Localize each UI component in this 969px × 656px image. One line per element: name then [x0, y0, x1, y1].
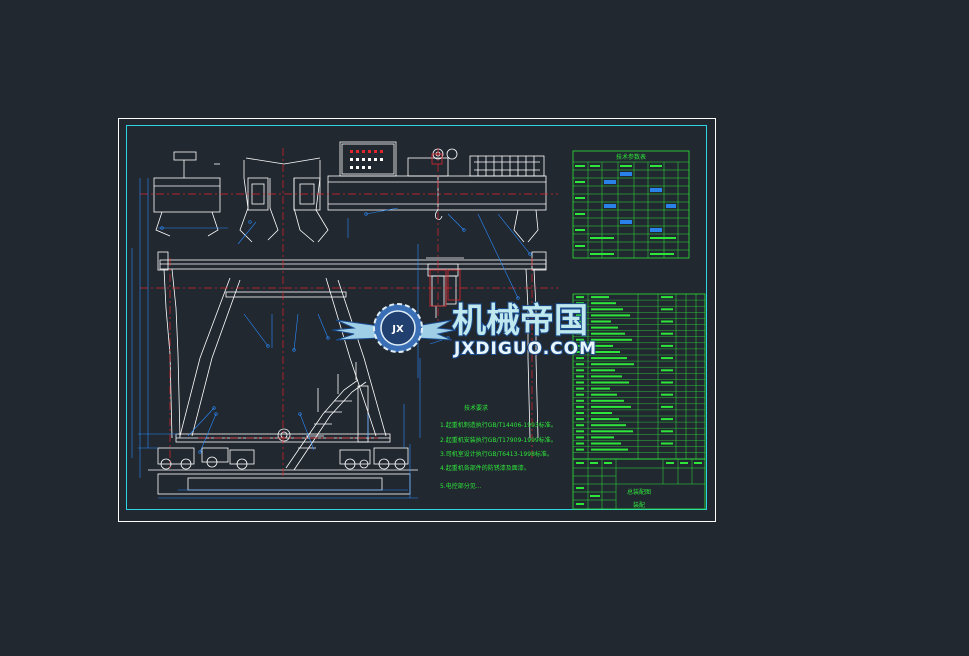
- parts-row-text: [591, 436, 614, 439]
- control-box: [341, 143, 395, 175]
- tech-note-4: 4.起重机各部件的防锈漆及面漆。: [440, 464, 530, 472]
- parts-row-number: [576, 314, 584, 317]
- parts-row-text: [591, 405, 631, 408]
- parts-row-number: [576, 320, 584, 323]
- drawing-border: [126, 125, 707, 510]
- parts-row-text: [591, 418, 619, 421]
- tech-note-5: 5.电控部分见...: [440, 482, 482, 490]
- parts-row-text: [591, 320, 611, 323]
- parts-row-qty: [661, 332, 673, 335]
- gantry-front-view: [148, 251, 547, 495]
- watermark-domain: JXDIGUO.COM: [453, 339, 597, 359]
- parts-row-qty: [661, 357, 673, 360]
- parts-row-number: [576, 296, 584, 299]
- parts-row-number: [576, 442, 584, 445]
- parts-row-text: [591, 302, 616, 305]
- parts-row-text: [591, 344, 613, 347]
- parts-row-qty: [661, 442, 673, 445]
- drawing-name: 总装配图: [627, 488, 651, 496]
- hook-trolley: [429, 153, 461, 307]
- parts-row-qty: [661, 308, 673, 311]
- parts-row-number: [576, 418, 584, 421]
- parts-row-text: [591, 357, 627, 360]
- technical-notes: 技术要求 1.起重机制造执行GB/T14406-1993标准。 2.起重机安装执…: [440, 404, 557, 490]
- parts-row-text: [591, 308, 623, 311]
- parts-row-text: [591, 332, 625, 335]
- sheet-frame: [118, 118, 716, 522]
- parts-row-number: [576, 412, 584, 414]
- parts-row-number: [576, 363, 584, 366]
- wing-left-icon: [331, 319, 381, 341]
- dimension-lines: [131, 178, 532, 499]
- parts-row-text: [591, 381, 629, 384]
- cad-drawing: 技术参数表: [118, 118, 716, 522]
- drawing-material: 装配: [633, 501, 645, 509]
- parts-row-number: [576, 393, 584, 396]
- parts-row-text: [591, 326, 618, 329]
- parts-row-text: [591, 448, 628, 451]
- parts-row-qty: [661, 381, 673, 384]
- parts-row-text: [591, 424, 626, 427]
- parts-row-text: [591, 430, 633, 433]
- parts-row-number: [576, 436, 584, 439]
- parts-row-qty: [661, 320, 673, 323]
- parts-row-text: [591, 296, 609, 299]
- parts-row-number: [576, 326, 584, 329]
- parts-row-text: [591, 375, 622, 378]
- parts-row-text: [591, 314, 630, 317]
- parts-row-number: [576, 399, 584, 402]
- tech-note-3: 3.司机室设计执行GB/T6413-1998标准。: [440, 450, 553, 458]
- parameter-table-title: 技术参数表: [616, 153, 646, 161]
- centerlines: [140, 148, 558, 478]
- parts-row-qty: [661, 393, 673, 396]
- parts-row-number: [576, 405, 584, 408]
- watermark-name: 机械帝国: [452, 301, 588, 341]
- parts-row-qty: [661, 405, 673, 408]
- parts-row-qty: [661, 296, 673, 299]
- parts-row-number: [576, 351, 584, 353]
- parts-row-text: [591, 369, 615, 372]
- parts-row-number: [576, 381, 584, 384]
- parts-row-number: [576, 430, 584, 433]
- parts-row-number: [576, 448, 584, 451]
- parts-row-number: [576, 308, 584, 311]
- parameter-table: 技术参数表: [572, 150, 690, 259]
- drawing-sheet: 技术参数表: [118, 118, 716, 522]
- parts-row-text: [591, 412, 612, 414]
- parts-row-text: [591, 442, 621, 445]
- gear-icon: JX: [373, 303, 423, 353]
- parts-row-number: [576, 338, 584, 341]
- parts-row-qty: [661, 430, 673, 433]
- title-block: 总装配图 装配: [572, 458, 706, 510]
- parts-row-number: [576, 387, 584, 390]
- parts-row-text: [591, 399, 624, 402]
- wing-right-icon: [415, 319, 457, 341]
- parts-row-number: [576, 344, 584, 347]
- parts-row-number: [576, 375, 584, 378]
- parts-row-text: [591, 338, 632, 341]
- parts-row-qty: [661, 344, 673, 347]
- tech-notes-title: 技术要求: [464, 404, 488, 412]
- parts-list: [572, 293, 706, 460]
- tech-note-1: 1.起重机制造执行GB/T14406-1993标准。: [440, 421, 557, 429]
- parts-row-number: [576, 357, 584, 360]
- parts-row-number: [576, 302, 584, 305]
- parts-row-qty: [661, 418, 673, 421]
- parts-row-qty: [661, 369, 673, 372]
- parts-row-number: [576, 369, 584, 372]
- parts-row-number: [576, 424, 584, 427]
- parts-row-text: [591, 363, 634, 366]
- parts-row-text: [591, 393, 617, 396]
- watermark-logo: JX 机械帝国 JXDIGUO.COM: [331, 300, 597, 360]
- parts-row-text: [591, 351, 620, 353]
- logo-letters: JX: [391, 324, 404, 335]
- parts-row-number: [576, 332, 584, 335]
- tech-note-2: 2.起重机安装执行GB/T17909-1999标准。: [440, 436, 557, 444]
- parts-row-text: [591, 387, 610, 390]
